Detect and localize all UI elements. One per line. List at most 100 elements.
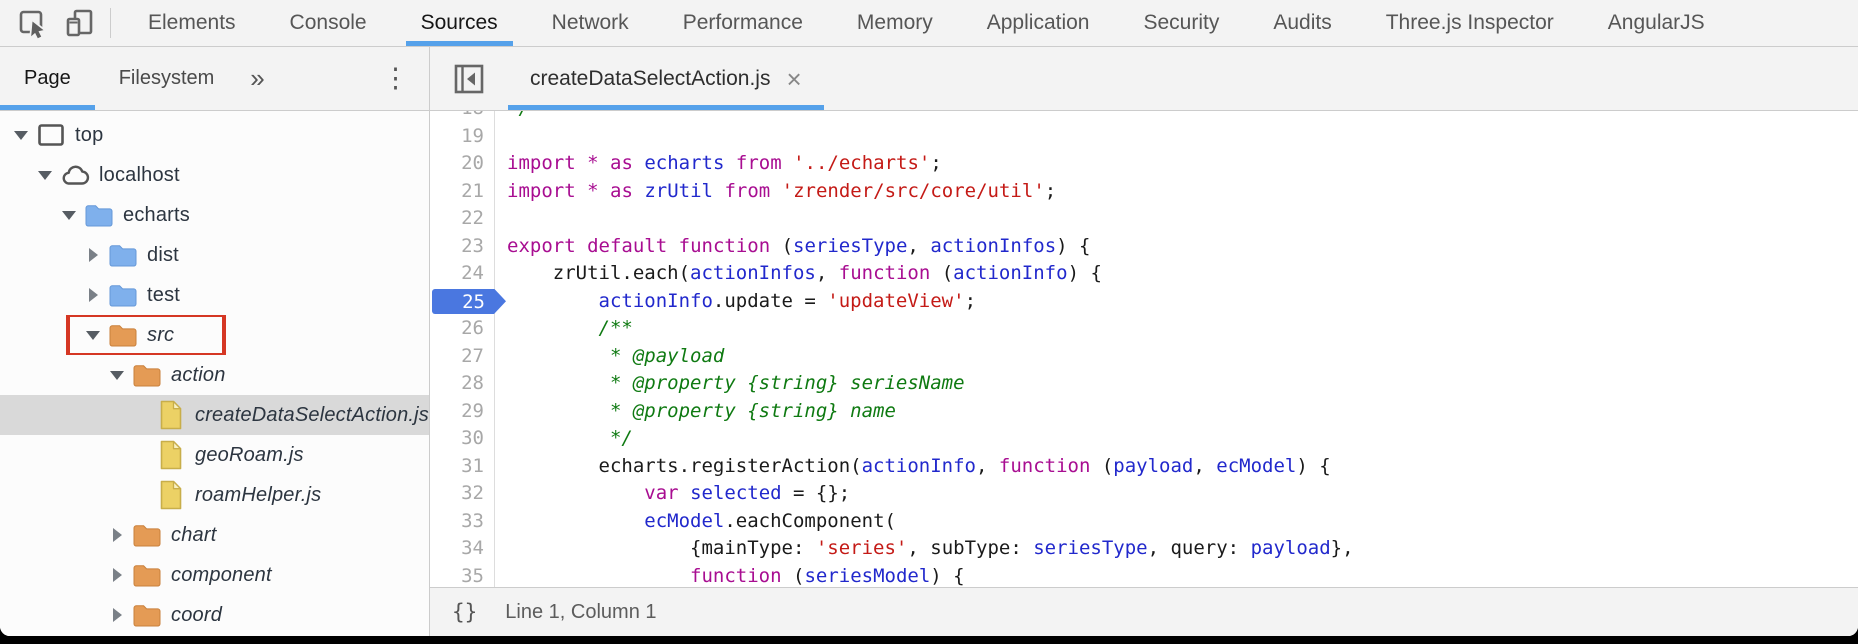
gutter-line-number[interactable]: 22 bbox=[461, 207, 484, 229]
gutter-line-number[interactable]: 31 bbox=[461, 454, 484, 477]
tab-network[interactable]: Network bbox=[551, 11, 629, 34]
gutter-line-number[interactable]: 30 bbox=[461, 427, 484, 449]
folder-blue-icon bbox=[108, 280, 138, 310]
code-line-33[interactable]: 33 ecModel.eachComponent( bbox=[430, 508, 1858, 536]
tab-security[interactable]: Security bbox=[1143, 11, 1220, 34]
tree-item-label: src bbox=[147, 323, 175, 346]
sidebar-tab-page[interactable]: Page bbox=[0, 47, 95, 110]
editor-pane: createDataSelectAction.js × 18*/1920impo… bbox=[430, 47, 1858, 636]
gutter-line-number[interactable]: 32 bbox=[461, 482, 484, 504]
chevron-collapsed-icon[interactable] bbox=[84, 288, 102, 302]
more-tabs-chevron-icon[interactable]: » bbox=[250, 63, 265, 93]
code-line-27[interactable]: 27 * @payload bbox=[430, 343, 1858, 371]
tree-item-src[interactable]: src bbox=[0, 315, 429, 355]
tree-item-chart[interactable]: chart bbox=[0, 515, 429, 555]
code-line-28[interactable]: 28 * @property {string} seriesName bbox=[430, 370, 1858, 398]
code-text: export default function (seriesType, act… bbox=[507, 234, 1091, 257]
tree-item-label: echarts bbox=[123, 203, 190, 226]
code-line-22[interactable]: 22 bbox=[430, 205, 1858, 233]
code-line-24[interactable]: 24 zrUtil.each(actionInfos, function (ac… bbox=[430, 260, 1858, 288]
code-text bbox=[494, 123, 507, 151]
code-text: * @property {string} seriesName bbox=[507, 372, 965, 394]
tab-elements[interactable]: Elements bbox=[148, 11, 236, 34]
tab-audits[interactable]: Audits bbox=[1273, 11, 1332, 34]
chevron-collapsed-icon[interactable] bbox=[108, 568, 126, 582]
code-text: * @property {string} name bbox=[507, 399, 896, 422]
code-line-23[interactable]: 23 export default function (seriesType, a… bbox=[430, 233, 1858, 261]
tab-memory[interactable]: Memory bbox=[856, 11, 933, 34]
code-line-32[interactable]: 32 var selected = {}; bbox=[430, 480, 1858, 508]
gutter-line-number[interactable]: 28 bbox=[461, 372, 484, 394]
gutter-line-number[interactable]: 34 bbox=[461, 537, 484, 559]
code-line-35[interactable]: 35 function (seriesModel) { bbox=[430, 563, 1858, 588]
tree-item-top[interactable]: top bbox=[0, 115, 429, 155]
tab-sources[interactable]: Sources bbox=[394, 0, 525, 46]
tree-item-test[interactable]: test bbox=[0, 275, 429, 315]
chevron-expanded-icon[interactable] bbox=[108, 370, 126, 380]
tab-application[interactable]: Application bbox=[986, 11, 1090, 34]
gutter-line-number[interactable]: 26 bbox=[461, 317, 484, 339]
gutter-line-number[interactable]: 29 bbox=[461, 399, 484, 422]
code-line-30[interactable]: 30 */ bbox=[430, 425, 1858, 453]
code-line-19[interactable]: 19 bbox=[430, 123, 1858, 151]
tree-item-label: dist bbox=[147, 243, 179, 266]
device-toolbar-icon[interactable] bbox=[64, 7, 96, 39]
code-line-26[interactable]: 26 /** bbox=[430, 315, 1858, 343]
gutter-line-number[interactable]: 27 bbox=[461, 344, 484, 367]
breakpoint-badge[interactable]: 25 bbox=[432, 288, 506, 314]
inspect-icon[interactable] bbox=[16, 7, 48, 39]
code-line-29[interactable]: 29 * @property {string} name bbox=[430, 398, 1858, 426]
chevron-collapsed-icon[interactable] bbox=[108, 528, 126, 542]
gutter-line-number[interactable]: 19 bbox=[461, 124, 484, 147]
chevron-collapsed-icon[interactable] bbox=[108, 608, 126, 622]
navigator-toggle-icon[interactable] bbox=[430, 47, 508, 110]
close-icon[interactable]: × bbox=[786, 63, 802, 94]
chevron-expanded-icon[interactable] bbox=[12, 130, 30, 140]
cursor-position: Line 1, Column 1 bbox=[505, 600, 657, 623]
kebab-menu-icon[interactable]: ⋮ bbox=[382, 63, 409, 93]
tree-item-roamhelper-js[interactable]: roamHelper.js bbox=[0, 475, 429, 515]
tab-angularjs[interactable]: AngularJS bbox=[1607, 11, 1705, 34]
tree-item-georoam-js[interactable]: geoRoam.js bbox=[0, 435, 429, 475]
chevron-expanded-icon[interactable] bbox=[60, 210, 78, 220]
chevron-expanded-icon[interactable] bbox=[36, 170, 54, 180]
code-line-31[interactable]: 31 echarts.registerAction(actionInfo, fu… bbox=[430, 453, 1858, 481]
gutter-line-number[interactable]: 20 bbox=[461, 152, 484, 174]
code-text: var selected = {}; bbox=[644, 482, 851, 504]
tree-item-coord[interactable]: coord bbox=[0, 595, 429, 635]
code-text: function (seriesModel) { bbox=[690, 564, 965, 587]
tree-item-component[interactable]: component bbox=[0, 555, 429, 595]
tab-console[interactable]: Console bbox=[289, 11, 367, 34]
file-tab[interactable]: createDataSelectAction.js × bbox=[508, 47, 824, 110]
gutter-line-number[interactable]: 24 bbox=[461, 262, 484, 284]
code-text: * @payload bbox=[507, 344, 725, 367]
tab-performance[interactable]: Performance bbox=[682, 11, 803, 34]
file-icon bbox=[156, 400, 186, 430]
code-line-21[interactable]: 21 import * as zrUtil from 'zrender/src/c… bbox=[430, 178, 1858, 206]
pretty-print-button[interactable]: {} bbox=[452, 600, 478, 624]
tree-item-dist[interactable]: dist bbox=[0, 235, 429, 275]
gutter-line-number[interactable]: 25 bbox=[430, 288, 506, 316]
toolbar-separator bbox=[110, 8, 111, 38]
gutter-line-number[interactable]: 21 bbox=[461, 179, 484, 202]
gutter-line-number[interactable]: 18 bbox=[430, 111, 494, 123]
sidebar-tab-filesystem[interactable]: Filesystem bbox=[118, 67, 215, 89]
code-line-34[interactable]: 34 {mainType: 'series', subType: seriesT… bbox=[430, 535, 1858, 563]
folder-blue-icon bbox=[108, 240, 138, 270]
tree-item-createdataselectaction-js[interactable]: createDataSelectAction.js bbox=[0, 395, 429, 435]
gutter-line-number[interactable]: 23 bbox=[461, 234, 484, 257]
gutter-line-number[interactable]: 33 bbox=[461, 509, 484, 532]
code-line-25[interactable]: 25 actionInfo.update = 'updateView'; bbox=[430, 288, 1858, 316]
chevron-expanded-icon[interactable] bbox=[84, 330, 102, 340]
chevron-collapsed-icon[interactable] bbox=[84, 248, 102, 262]
code-text: import * as zrUtil from 'zrender/src/cor… bbox=[507, 179, 1057, 202]
tab-three-js-inspector[interactable]: Three.js Inspector bbox=[1385, 11, 1554, 34]
tree-item-localhost[interactable]: localhost bbox=[0, 155, 429, 195]
tree-item-echarts[interactable]: echarts bbox=[0, 195, 429, 235]
code-line-18[interactable]: 18*/ bbox=[430, 111, 1858, 123]
tree-item-action[interactable]: action bbox=[0, 355, 429, 395]
gutter-line-number[interactable]: 35 bbox=[461, 564, 484, 587]
